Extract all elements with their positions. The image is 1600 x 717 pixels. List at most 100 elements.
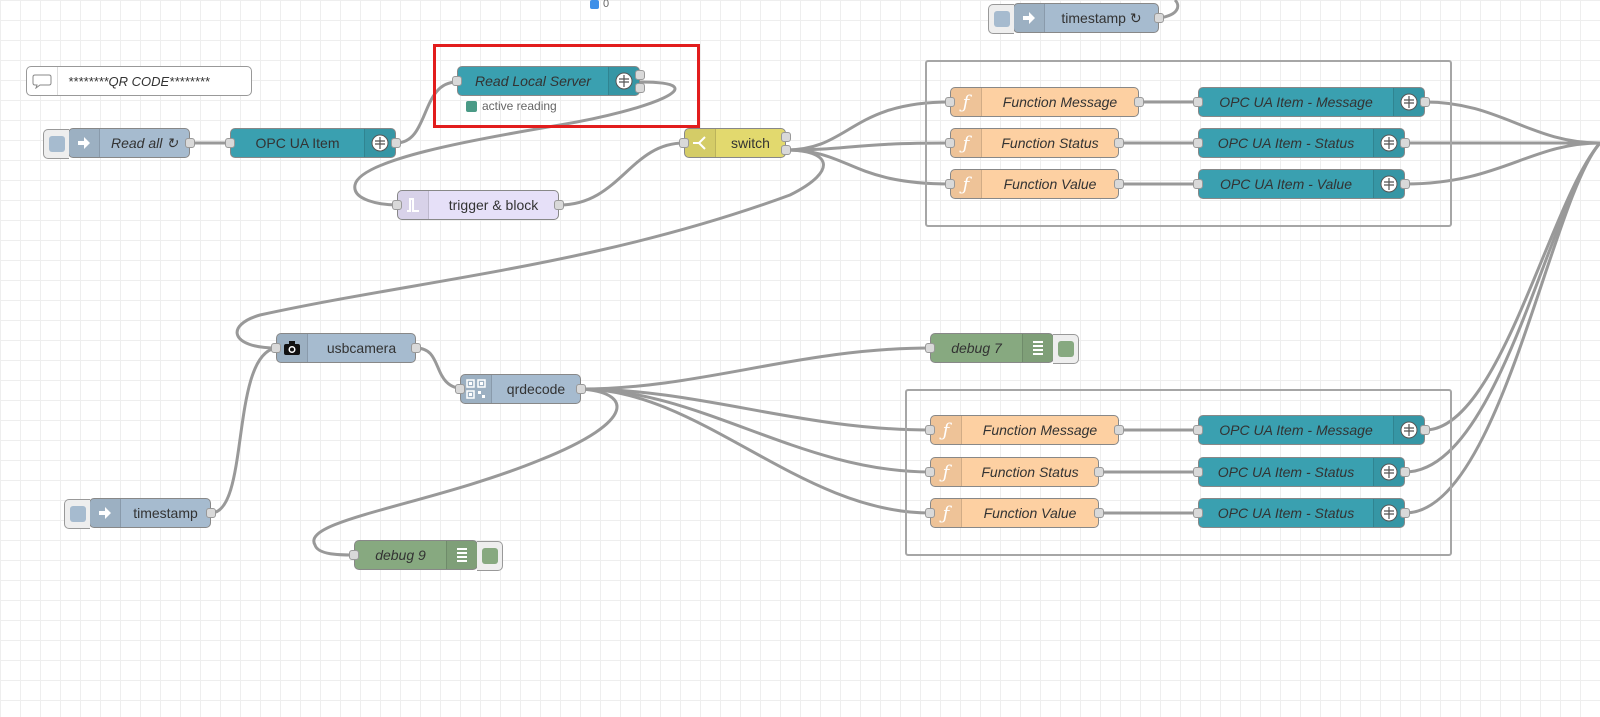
output-port[interactable] bbox=[391, 138, 401, 148]
output-port[interactable] bbox=[781, 132, 791, 142]
inject-timestamp-top[interactable]: timestamp ↻ bbox=[988, 3, 1164, 34]
node-label: OPC UA Item - Status bbox=[1217, 464, 1355, 480]
node-function-status-top[interactable]: ƒ Function Status bbox=[945, 128, 1124, 158]
output-port[interactable] bbox=[1154, 13, 1164, 23]
wire[interactable] bbox=[1424, 100, 1600, 145]
input-port[interactable] bbox=[392, 200, 402, 210]
comment-node[interactable]: ********QR CODE******** bbox=[26, 66, 252, 96]
node-read-local-server[interactable]: Read Local Server bbox=[452, 66, 645, 96]
output-port[interactable] bbox=[1114, 179, 1124, 189]
node-label: switch bbox=[731, 135, 770, 151]
output-port[interactable] bbox=[635, 83, 645, 93]
output-port[interactable] bbox=[185, 138, 195, 148]
wire[interactable] bbox=[395, 80, 458, 145]
wire[interactable] bbox=[415, 346, 467, 391]
output-port[interactable] bbox=[206, 508, 216, 518]
inject-button[interactable] bbox=[64, 499, 90, 529]
inject-button[interactable] bbox=[988, 4, 1014, 34]
wire[interactable] bbox=[580, 387, 931, 474]
group-bottom[interactable] bbox=[905, 389, 1452, 556]
debug-toggle-button[interactable] bbox=[1053, 334, 1079, 364]
node-opcua-item-value-top[interactable]: OPC UA Item - Value bbox=[1193, 169, 1410, 199]
input-port[interactable] bbox=[925, 425, 935, 435]
node-function-value-top[interactable]: ƒ Function Value bbox=[945, 169, 1124, 199]
input-port[interactable] bbox=[1193, 425, 1203, 435]
input-port[interactable] bbox=[225, 138, 235, 148]
node-function-value-bottom[interactable]: ƒ Function Value bbox=[925, 498, 1104, 528]
node-label: Function Status bbox=[1001, 135, 1099, 151]
node-debug-7[interactable]: debug 7 bbox=[925, 333, 1079, 364]
wire[interactable] bbox=[235, 148, 825, 350]
input-port[interactable] bbox=[945, 97, 955, 107]
wire[interactable] bbox=[558, 141, 685, 207]
input-port[interactable] bbox=[271, 343, 281, 353]
marker-icon bbox=[590, 0, 599, 9]
input-port[interactable] bbox=[1193, 138, 1203, 148]
input-port[interactable] bbox=[925, 467, 935, 477]
node-usbcamera[interactable]: usbcamera bbox=[271, 333, 421, 363]
output-port[interactable] bbox=[1400, 138, 1410, 148]
node-function-message-top[interactable]: ƒ Function Message bbox=[945, 87, 1144, 117]
wire[interactable] bbox=[312, 387, 619, 557]
input-port[interactable] bbox=[1193, 508, 1203, 518]
wire[interactable] bbox=[1404, 141, 1600, 186]
output-port[interactable] bbox=[554, 200, 564, 210]
input-port[interactable] bbox=[925, 343, 935, 353]
node-opcua-item-status-top[interactable]: OPC UA Item - Status bbox=[1193, 128, 1410, 158]
node-function-message-bottom[interactable]: ƒ Function Message bbox=[925, 415, 1124, 445]
node-function-status-bottom[interactable]: ƒ Function Status bbox=[925, 457, 1104, 487]
input-port[interactable] bbox=[945, 179, 955, 189]
output-port[interactable] bbox=[635, 70, 645, 80]
input-port[interactable] bbox=[679, 138, 689, 148]
input-port[interactable] bbox=[925, 508, 935, 518]
wire[interactable] bbox=[785, 100, 951, 152]
node-opc-ua-item[interactable]: OPC UA Item bbox=[225, 128, 401, 158]
wire[interactable] bbox=[580, 346, 931, 391]
output-port[interactable] bbox=[1400, 508, 1410, 518]
output-port[interactable] bbox=[1114, 138, 1124, 148]
output-port[interactable] bbox=[411, 343, 421, 353]
output-port[interactable] bbox=[1114, 425, 1124, 435]
status-dot bbox=[466, 100, 477, 112]
debug-toggle-button[interactable] bbox=[477, 541, 503, 571]
wire[interactable] bbox=[210, 346, 277, 515]
input-port[interactable] bbox=[349, 550, 359, 560]
output-port[interactable] bbox=[1400, 179, 1410, 189]
input-port[interactable] bbox=[1193, 467, 1203, 477]
node-qrdecode[interactable]: qrdecode bbox=[455, 374, 586, 404]
wire[interactable] bbox=[353, 80, 677, 207]
node-opcua-item-status-bottom[interactable]: OPC UA Item - Status bbox=[1193, 457, 1410, 487]
wire[interactable] bbox=[580, 387, 931, 515]
inject-read-all[interactable]: Read all ↻ bbox=[43, 128, 195, 159]
node-label: timestamp ↻ bbox=[1061, 9, 1142, 26]
output-port[interactable] bbox=[781, 145, 791, 155]
output-port[interactable] bbox=[1420, 97, 1430, 107]
group-top[interactable] bbox=[925, 60, 1452, 227]
input-port[interactable] bbox=[1193, 97, 1203, 107]
output-port[interactable] bbox=[1420, 425, 1430, 435]
inject-button[interactable] bbox=[43, 129, 69, 159]
input-port[interactable] bbox=[455, 384, 465, 394]
inject-timestamp-bottom[interactable]: timestamp bbox=[64, 498, 216, 529]
arrow-right-icon bbox=[90, 499, 121, 527]
output-port[interactable] bbox=[1094, 467, 1104, 477]
node-opcua-item-status-bottom-2[interactable]: OPC UA Item - Status bbox=[1193, 498, 1410, 528]
input-port[interactable] bbox=[1193, 179, 1203, 189]
output-port[interactable] bbox=[1400, 467, 1410, 477]
output-port[interactable] bbox=[1094, 508, 1104, 518]
wire[interactable] bbox=[1404, 142, 1600, 515]
output-port[interactable] bbox=[576, 384, 586, 394]
input-port[interactable] bbox=[945, 138, 955, 148]
input-port[interactable] bbox=[452, 76, 462, 86]
wire[interactable] bbox=[785, 141, 951, 152]
wire[interactable] bbox=[580, 387, 931, 432]
node-switch[interactable]: switch bbox=[679, 128, 791, 158]
opcua-icon bbox=[608, 67, 639, 95]
node-debug-9[interactable]: debug 9 bbox=[349, 540, 503, 571]
node-trigger-block[interactable]: trigger & block bbox=[392, 190, 564, 220]
function-icon: ƒ bbox=[931, 416, 962, 444]
node-opcua-item-message-top[interactable]: OPC UA Item - Message bbox=[1193, 87, 1430, 117]
node-opcua-item-message-bottom[interactable]: OPC UA Item - Message bbox=[1193, 415, 1430, 445]
output-port[interactable] bbox=[1134, 97, 1144, 107]
